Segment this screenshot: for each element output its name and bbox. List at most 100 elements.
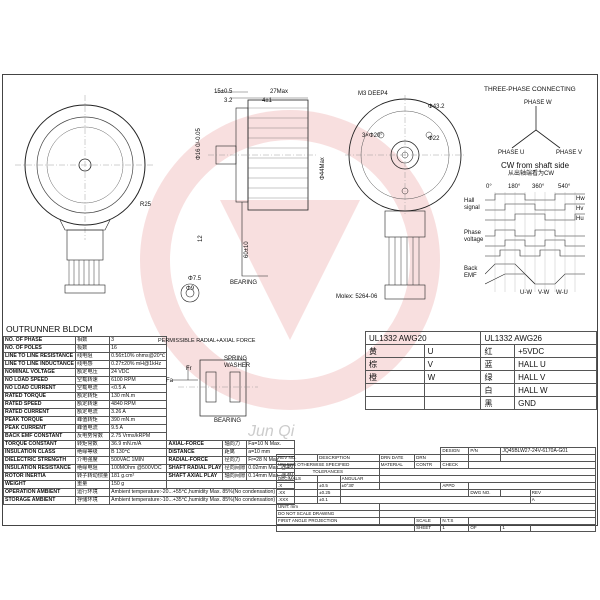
tb-material: MATERIAL [378,461,416,469]
tb-drn: DRN [414,454,442,462]
deg-0: 0° [486,184,492,190]
tb-sheet-total: 1 [500,524,531,532]
spec-value: Ambient temperature:-20...+55℃,humidity … [109,488,296,497]
spec-cn: 相数 [74,336,111,345]
side-view-drawing [180,91,318,303]
tb-scale: SCALE [414,517,442,525]
force-row-cn: 径向间隙 [222,464,248,473]
tb-sheet: SHEET [414,524,442,532]
spec-name: ROTOR INERTIA [3,472,76,481]
force-row-cn: 轴向力 [222,440,248,449]
spec-blank [167,433,295,441]
cw-label: CW from shaft side [501,161,570,170]
spec-name: LINE TO LINE INDUCTANCE [3,360,76,369]
dim-9: Φ9 [186,286,195,292]
wire-cell-c3: 蓝 [480,357,516,371]
thread-label: M3 DEEP4 [358,91,388,97]
spec-name: STORAGE AMBIENT [3,496,76,505]
spec-value: 150 g [109,480,168,489]
spec-name: RATED CURRENT [3,408,76,417]
force-row-cn: 轴向间隙 [222,472,248,481]
wire-cell-c2: W [423,370,482,384]
tb-tol-angle: ±0°30' [339,482,380,490]
tb-rev-value: A [529,496,597,504]
spec-cn: 额定电流 [74,408,111,417]
phase-w-label: PHASE W [524,100,552,106]
dim-60: 60±10 [244,241,250,258]
spec-cn: 介电强度 [74,456,111,465]
back-emf-label: Back EMF [464,266,478,279]
force-row-cn: 距离 [222,448,248,457]
tb-tol-xxx: ±0.1 [317,496,341,504]
spec-value: B 130℃ [109,448,168,457]
rear-view-drawing [345,95,465,300]
tb-angular: ANGULAR [339,475,380,483]
hu-label: Hu [576,216,584,222]
hall-signal-label: Hall signal [464,198,480,211]
spec-value: 181 g.cm² [109,472,168,481]
phase-v-label: PHASE V [556,150,583,156]
title-block: DESIGN P/N JQ45BLW27-24V-6170A-G01 REV N… [275,447,597,532]
wire-cell-c2: U [423,344,482,358]
deg-360: 360° [532,184,545,190]
force-diagram [172,359,258,417]
spec-name: LINE TO LINE RESISTANCE [3,352,76,361]
wire-cell-c3: 黑 [480,396,516,410]
spec-name: RATED SPEED [3,400,76,409]
tb-nts: N.T.S [440,517,470,525]
wire-cell-c3: 红 [480,344,516,358]
force-row-name: SHAFT RADIAL PLAY [166,464,224,473]
tb-sheet-n: 1 [440,524,470,532]
tb-unit: UNIT: mm [276,503,380,511]
wire-cell-c2 [423,396,482,410]
spec-name: INSULATION RESISTANCE [3,464,76,473]
wire-cell-c4: HALL U [514,357,597,371]
phase-star-diagram [511,106,561,149]
tb-first-angle: FIRST ANGLE PROJECTION [276,517,380,525]
spec-cn: 峰值转矩 [74,416,111,425]
wire-cell-c2 [423,383,482,397]
spec-value: Ambient temperature:-10...+35℃,humidity … [109,496,296,505]
fa-label: Fa [166,378,174,384]
spec-name: PEAK TORQUE [3,416,76,425]
cw-cn-label: 从出轴端看为CW [508,171,554,177]
tb-rev: REV [529,489,597,497]
wire-cell-c1 [365,396,425,410]
spec-cn: 额定电压 [74,368,111,377]
tb-xxx: .XXX [275,496,319,504]
wire-cell-c1: 橙 [365,370,425,384]
tb-drn-date: DRN DATE [378,454,416,462]
dim-27: 27Max [270,89,289,95]
tb-pn-value: JQ45BLW27-24V-6170A-G01 [500,447,596,455]
spec-cn: 重量 [74,480,111,489]
tb-check: CHECK [440,461,470,469]
tb-description: DESCRIPTION [317,454,380,462]
dim-20: 3×Φ20° [362,133,383,139]
front-view-drawing [15,95,155,294]
tb-tolerances: TOLERANCES [276,468,380,476]
dim-7-5: Φ7.5 [188,276,202,282]
tb-decimals: DECIMALS [275,475,319,483]
dim-44: Φ44Max [320,157,326,180]
tb-tol-x: ±0.5 [317,482,341,490]
wire-header-2: UL1332 AWG26 [480,331,597,345]
spring-washer-label: SPRING WASHER [224,356,251,369]
dim-4: 4±1 [262,98,272,104]
tb-tol-xx: ±0.25 [317,489,341,497]
tb-unless: UNLESS OTHERWISE SPECIFIED [276,461,380,469]
force-row-name: SHAFT AXIAL PLAY [166,472,224,481]
spec-name: BACK EMF CONSTANT [3,432,76,441]
tb-dwg-no: DWG NO. [468,489,502,497]
dim-12: 12 [198,235,204,242]
section-heading: OUTRUNNER BLDCM [6,324,93,334]
